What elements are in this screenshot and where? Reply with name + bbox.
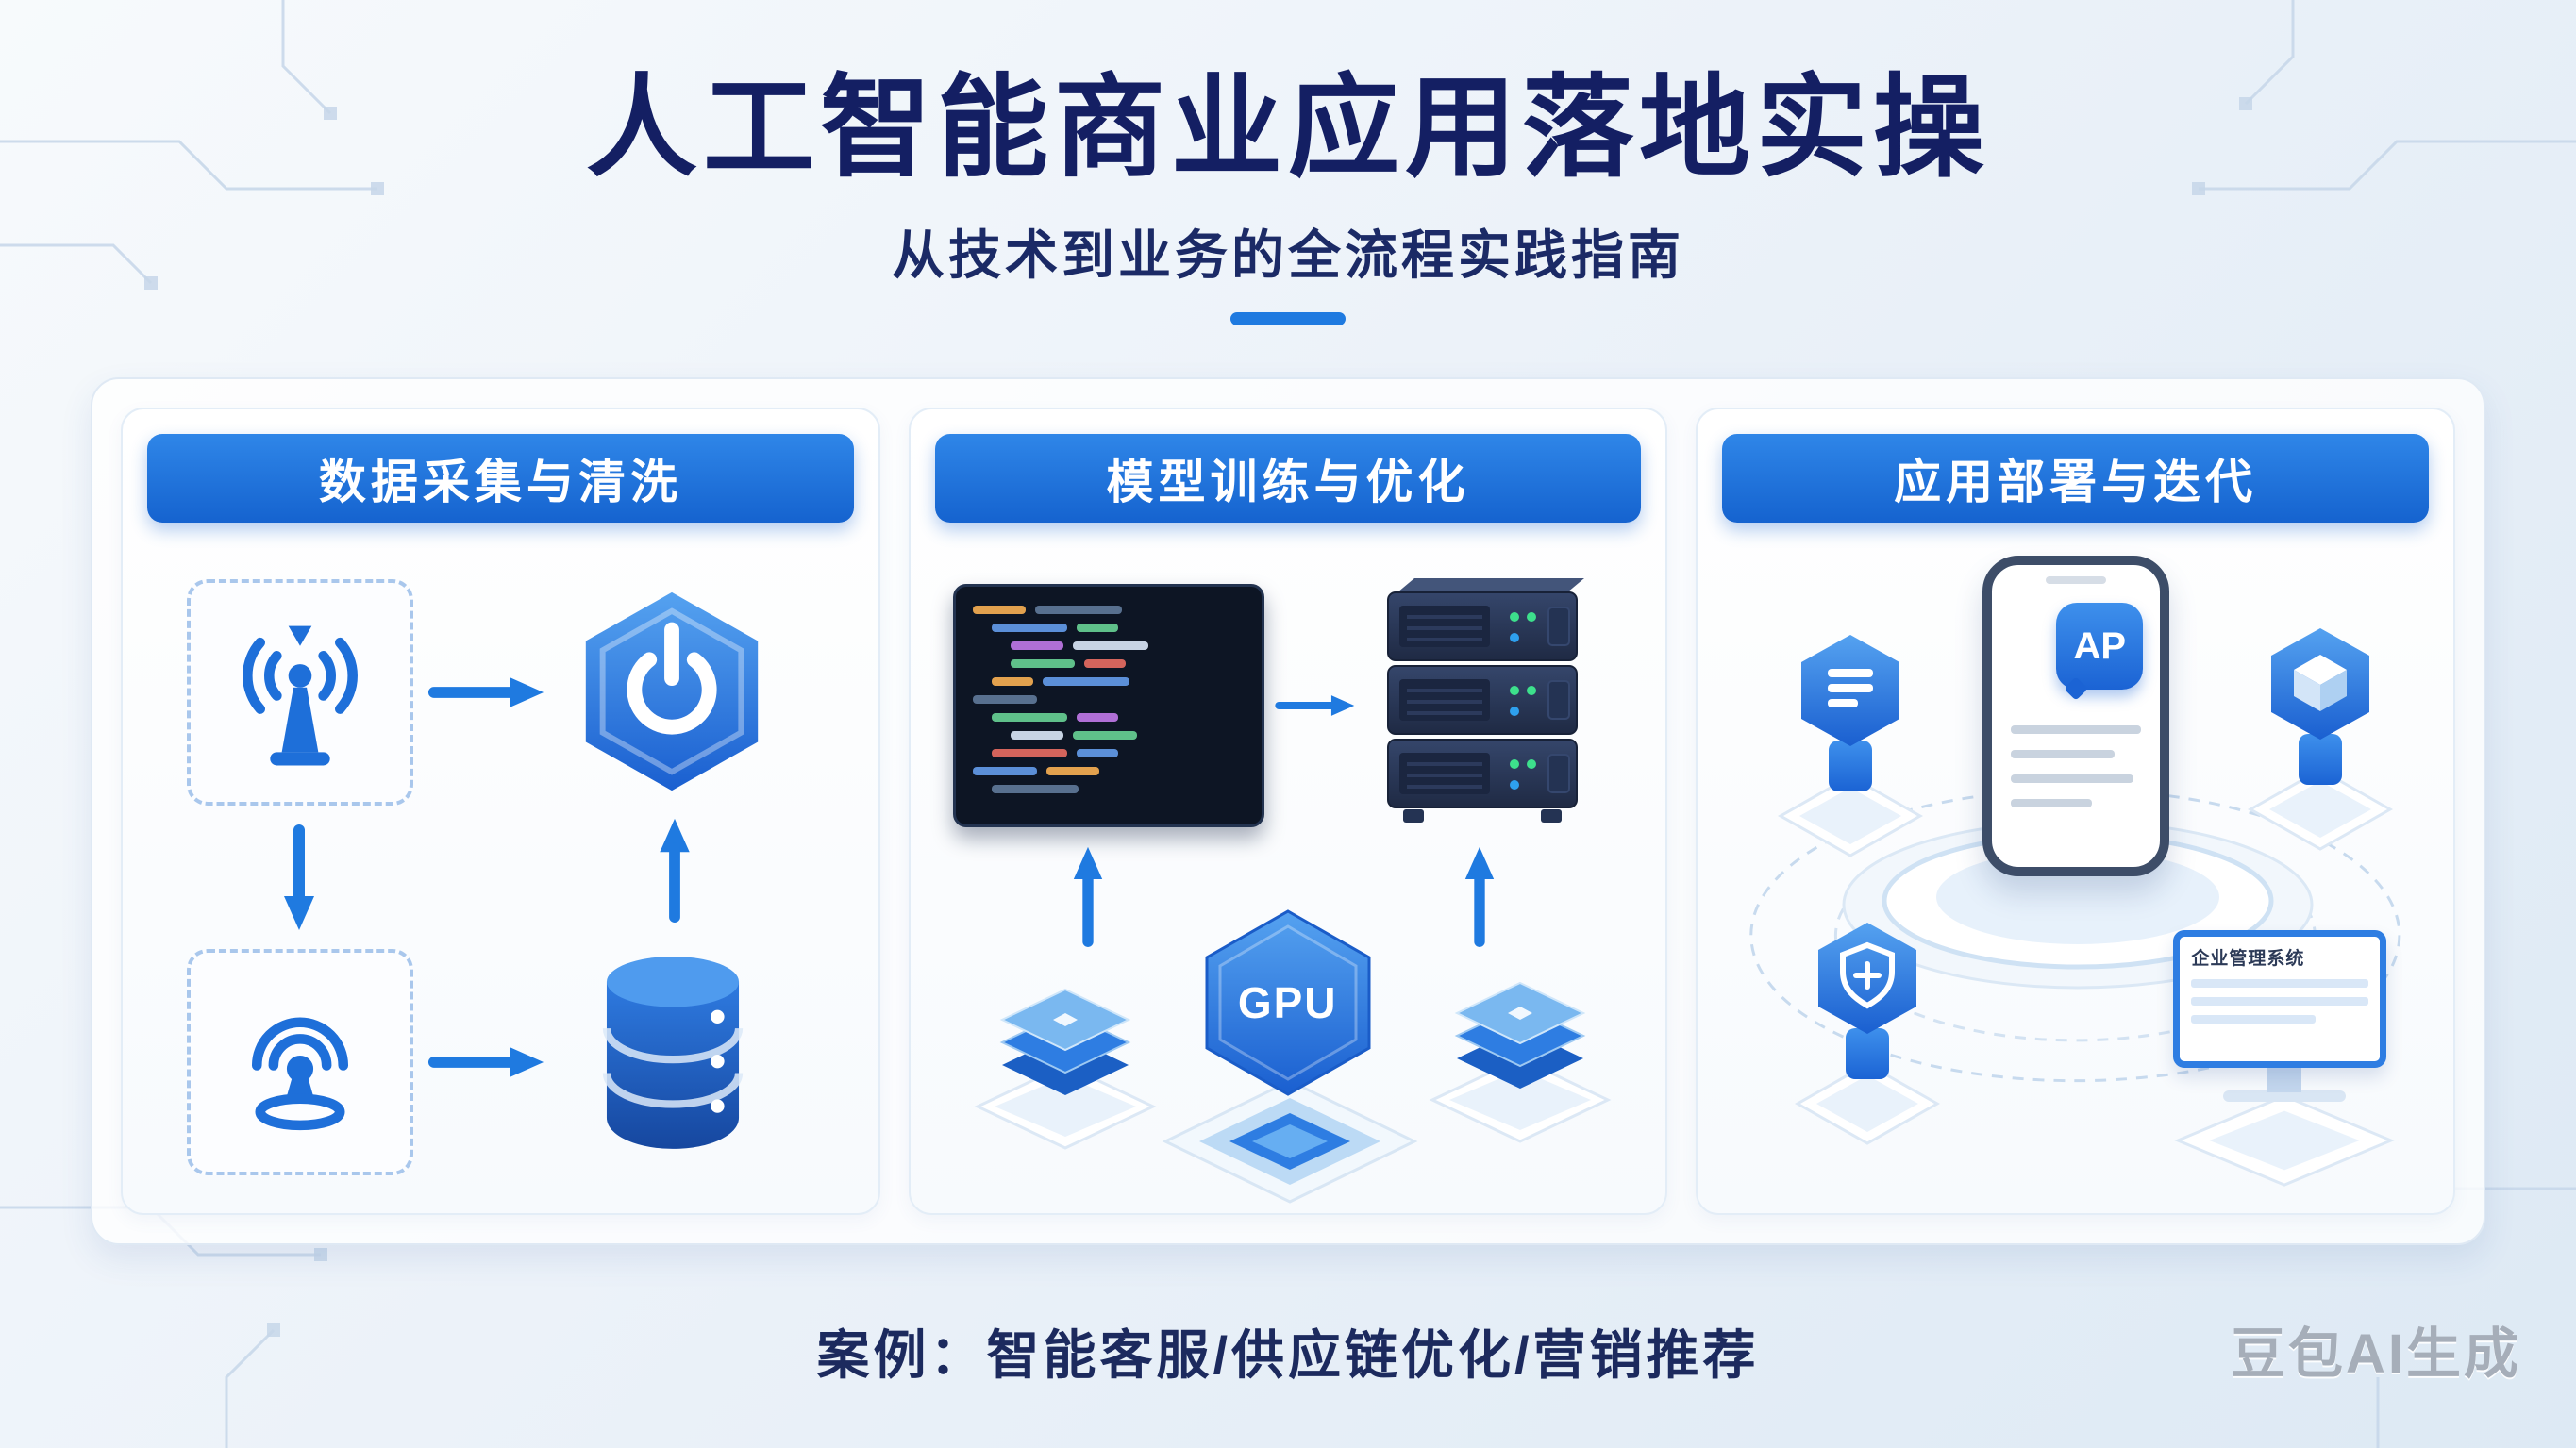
code-line [973, 749, 1245, 757]
monitor-row [2191, 997, 2369, 1006]
cube-badge [2245, 624, 2396, 860]
page-title: 人工智能商业应用落地实操 [585, 66, 1990, 191]
gpu-hexagon-icon: GPU [1201, 907, 1375, 1098]
panel-deployment: 应用部署与迭代 AP [1696, 408, 2456, 1215]
arrow-right-icon [427, 674, 547, 710]
phone-text-line [2011, 799, 2093, 807]
monitor-base [2223, 1090, 2347, 1102]
code-line [973, 624, 1245, 632]
code-line [973, 785, 1245, 793]
code-line [973, 677, 1245, 686]
hexagon-power-icon [574, 585, 770, 798]
app-label: AP [2073, 624, 2127, 667]
code-line [973, 641, 1245, 650]
page-subtitle: 从技术到业务的全流程实践指南 [892, 225, 1684, 285]
monitor-unit: 企业管理系统 [2162, 930, 2407, 1194]
panel-data-collection: 数据采集与清洗 [121, 408, 880, 1215]
code-editor-window [952, 584, 1264, 827]
monitor-row [2191, 1015, 2316, 1024]
shield-badge-icon [1818, 923, 1917, 1034]
gpu-label: GPU [1237, 978, 1338, 1027]
code-line [972, 606, 1245, 614]
badge-platform [2248, 768, 2394, 851]
monitor-platform [2174, 1094, 2396, 1187]
case-examples: 案例：智能客服/供应链优化/营销推荐 [816, 1325, 1760, 1385]
code-line [973, 731, 1245, 740]
cube-badge-icon [2271, 628, 2370, 740]
panel-title: 数据采集与清洗 [318, 456, 682, 508]
shield-badge [1792, 919, 1943, 1155]
badge-pedestal [2299, 734, 2343, 785]
document-badge [1775, 631, 1926, 867]
arrow-right-icon [427, 1044, 547, 1080]
broadcast-antenna-icon [243, 625, 358, 766]
badge-pedestal [1829, 741, 1873, 791]
badge-platform [1778, 774, 1924, 857]
database-icon [576, 938, 770, 1173]
arrow-up-icon [657, 813, 693, 924]
data-source-box [187, 579, 413, 806]
monitor-stand [2267, 1068, 2302, 1092]
phone-text-line [2011, 750, 2116, 758]
panel-header-model-training: 模型训练与优化 [934, 434, 1642, 523]
arrow-up-icon [1463, 839, 1497, 952]
phone-speaker [2046, 576, 2107, 584]
badge-pedestal [1846, 1028, 1890, 1079]
main-board: 数据采集与清洗 [91, 377, 2485, 1245]
sensor-box [187, 949, 413, 1175]
badge-platform [1795, 1062, 1941, 1145]
code-line [973, 659, 1245, 668]
server-rack-icon [1365, 568, 1599, 834]
code-line [972, 695, 1245, 704]
watermark: 豆包AI生成 [2230, 1323, 2521, 1385]
arrow-up-icon [1071, 839, 1105, 952]
app-bubble-icon: AP [2056, 603, 2144, 690]
panel-title: 应用部署与迭代 [1894, 456, 2258, 508]
panel-title: 模型训练与优化 [1106, 456, 1470, 508]
code-line [973, 713, 1245, 722]
phone-text-line [2011, 774, 2134, 783]
arrow-down-icon [281, 823, 317, 936]
panel-header-data-collection: 数据采集与清洗 [147, 434, 854, 523]
title-accent-bar [1230, 311, 1346, 325]
monitor-screen-title: 企业管理系统 [2191, 949, 2305, 969]
panel-model-training: 模型训练与优化 [908, 408, 1668, 1215]
beacon-sensor-icon [251, 1017, 349, 1131]
phone-text-line [2011, 725, 2142, 734]
smartphone-icon: AP [1982, 556, 2170, 876]
chip-stack-icon [1420, 917, 1620, 1148]
panel-header-deployment: 应用部署与迭代 [1722, 434, 2430, 523]
arrow-right-icon [1274, 689, 1357, 723]
isometric-platform [1158, 1075, 1422, 1207]
header: 人工智能商业应用落地实操 从技术到业务的全流程实践指南 [0, 62, 2576, 325]
monitor-icon: 企业管理系统 [2173, 930, 2387, 1068]
document-badge-icon [1801, 635, 1900, 746]
code-line [972, 767, 1245, 775]
monitor-row [2191, 979, 2369, 988]
chip-stack-icon [965, 924, 1165, 1155]
